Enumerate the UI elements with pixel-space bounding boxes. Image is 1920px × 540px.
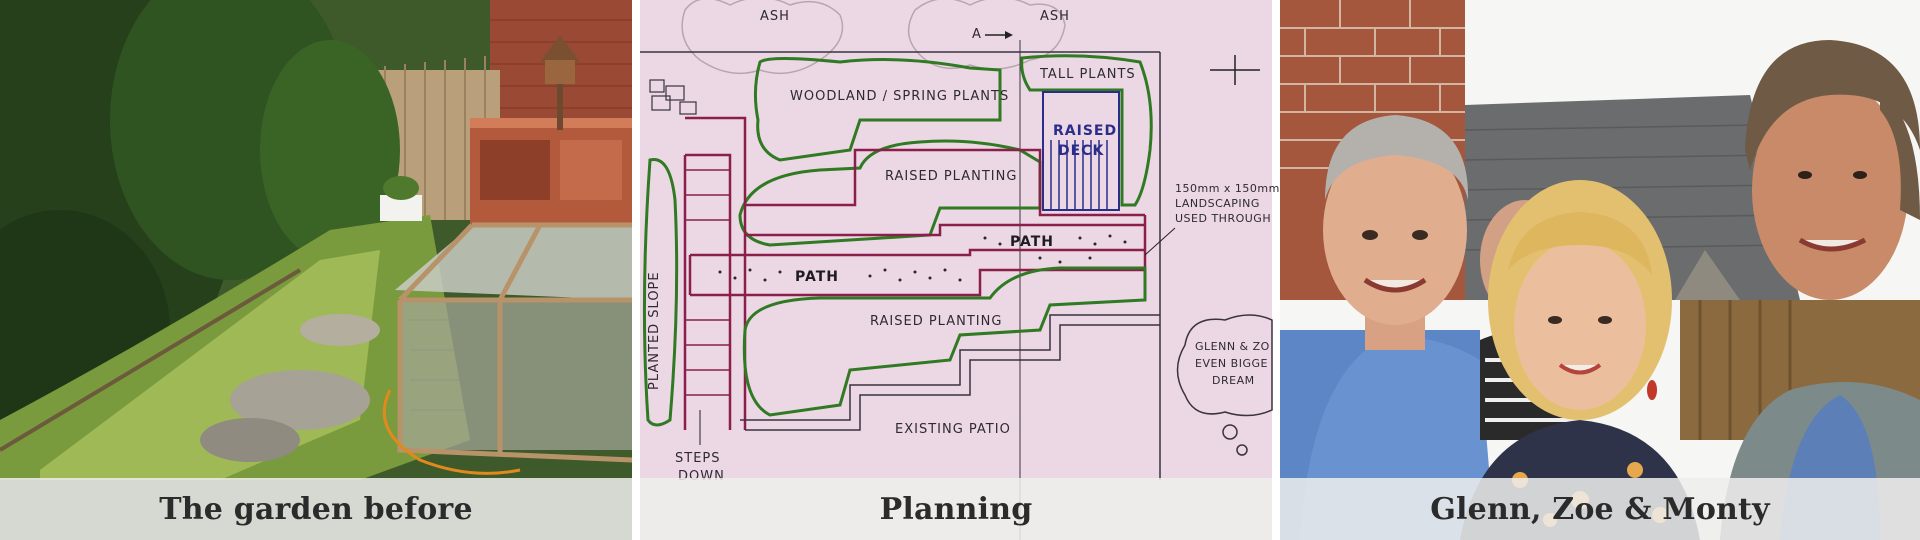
section-marker-a: A <box>972 27 982 42</box>
area-label-existing-patio: EXISTING PATIO <box>895 422 1011 437</box>
area-label-woodland: WOODLAND / SPRING PLANTS <box>790 89 1009 104</box>
tree-label-ash-2: ASH <box>1040 9 1070 24</box>
garden-before-panel: The garden before <box>0 0 633 540</box>
garden-before-photo <box>0 0 633 540</box>
note-line-1: 150mm x 150mm <box>1175 182 1280 195</box>
area-label-raised-planting-bottom: RAISED PLANTING <box>870 314 1002 329</box>
caption-bar: Planning <box>640 478 1272 540</box>
caption-bar: Glenn, Zoe & Monty <box>1280 478 1920 540</box>
planning-panel: ASH ASH A WOODLAND / SPRING PLANTS TALL … <box>640 0 1279 540</box>
people-panel: Glenn, Zoe & Monty <box>1280 0 1920 540</box>
garden-before-caption: The garden before <box>159 491 473 527</box>
garden-plan-drawing: ASH ASH A WOODLAND / SPRING PLANTS TALL … <box>640 0 1279 540</box>
dream-line-1: GLENN & ZO <box>1195 340 1270 353</box>
people-photo <box>1280 0 1920 540</box>
area-label-raised-planting-top: RAISED PLANTING <box>885 169 1017 184</box>
area-label-planted-slope: PLANTED SLOPE <box>647 271 662 390</box>
tree-label-ash-1: ASH <box>760 9 790 24</box>
caption-bar: The garden before <box>0 478 632 540</box>
label-steps-line1: STEPS <box>675 451 721 466</box>
area-label-raised-deck-line1: RAISED <box>1053 123 1117 139</box>
people-caption: Glenn, Zoe & Monty <box>1430 491 1770 527</box>
path-label-lower: PATH <box>795 269 839 285</box>
planning-caption: Planning <box>879 491 1033 527</box>
dream-line-3: DREAM <box>1212 374 1255 387</box>
dream-line-2: EVEN BIGGE <box>1195 357 1268 370</box>
note-line-2: LANDSCAPING <box>1175 197 1260 210</box>
area-label-tall-plants: TALL PLANTS <box>1039 67 1136 82</box>
area-label-raised-deck-line2: DECK <box>1058 143 1104 159</box>
note-line-3: USED THROUGH <box>1175 212 1271 225</box>
path-label-upper: PATH <box>1010 234 1054 250</box>
